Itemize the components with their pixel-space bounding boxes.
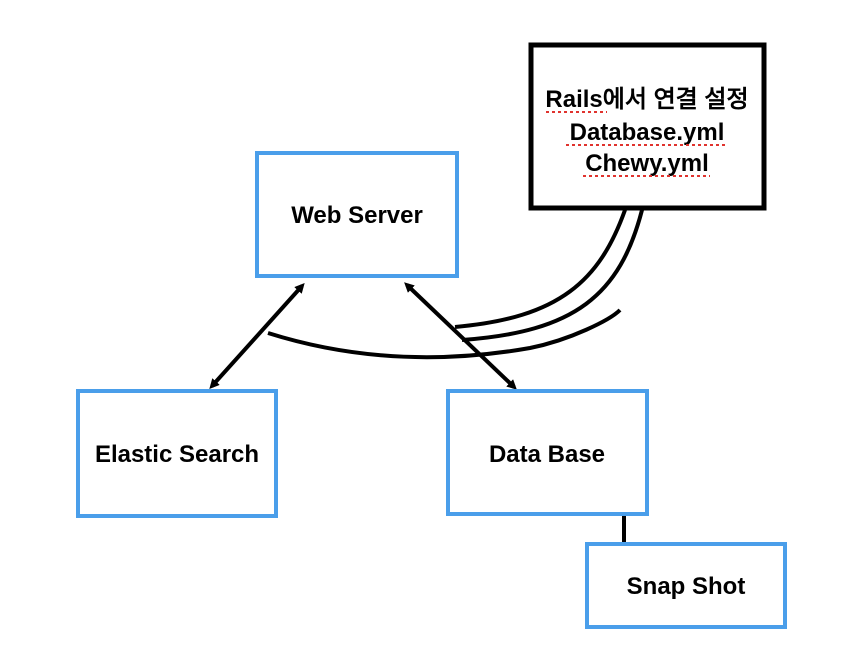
node-elastic-search bbox=[76, 389, 278, 518]
config-note-line-1: Rails에서 연결 설정 bbox=[545, 86, 748, 113]
node-web-server-label: Web Server bbox=[291, 202, 423, 229]
arrow-webserver-elasticsearch bbox=[209, 283, 305, 389]
node-snap-shot bbox=[585, 542, 787, 629]
note-connector-inner bbox=[461, 209, 644, 342]
node-data-base bbox=[446, 389, 649, 516]
config-note-line-2: Database.yml bbox=[570, 119, 725, 146]
note-connector-outer bbox=[454, 209, 627, 329]
node-elastic-search-label: Elastic Search bbox=[95, 441, 259, 468]
node-snap-shot-label: Snap Shot bbox=[627, 573, 746, 600]
config-note-line-3: Chewy.yml bbox=[585, 150, 709, 177]
arrow-webserver-database bbox=[404, 282, 517, 390]
node-data-base-label: Data Base bbox=[489, 441, 605, 468]
node-web-server bbox=[255, 151, 459, 278]
config-note-box bbox=[528, 42, 767, 211]
